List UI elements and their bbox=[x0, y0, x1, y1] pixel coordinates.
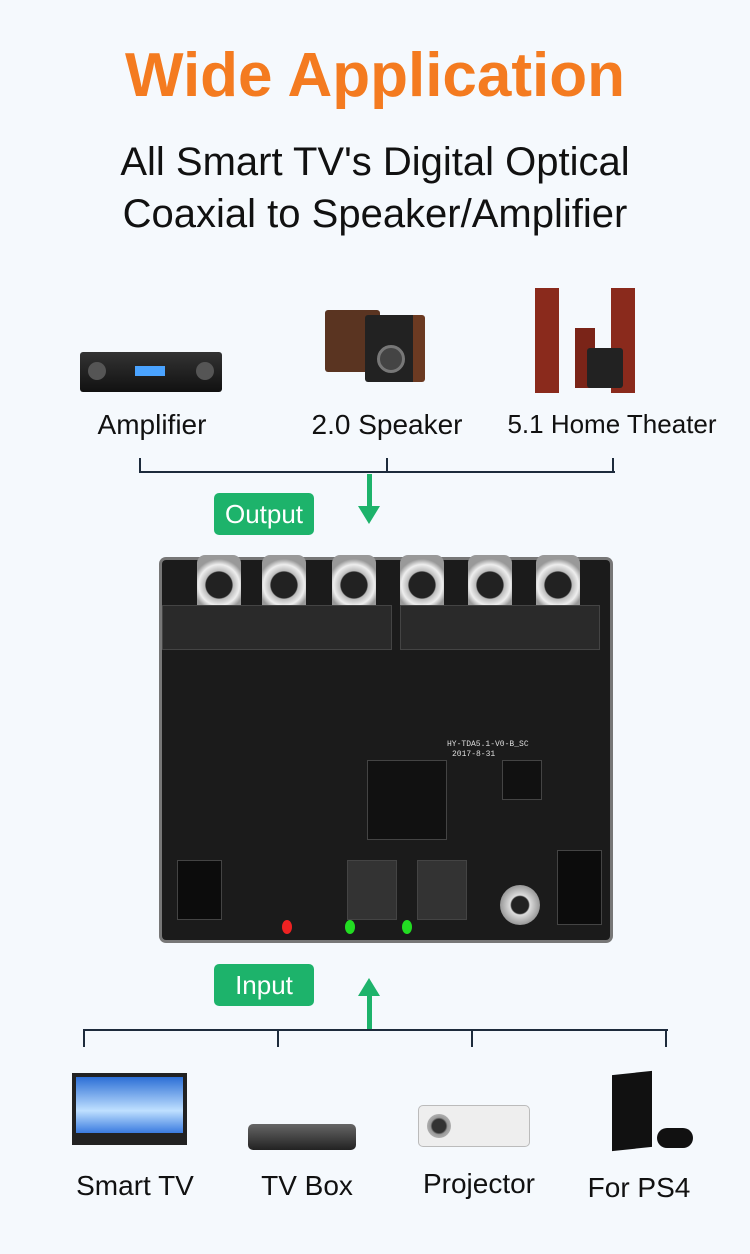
bracket-tick bbox=[277, 1029, 279, 1047]
output-label-amplifier: Amplifier bbox=[97, 409, 207, 440]
speaker-icon bbox=[325, 310, 435, 382]
board-model: HY-TDA5.1-V0-B_SC bbox=[447, 740, 529, 749]
page-title: Wide Application bbox=[124, 41, 626, 110]
bracket-tick bbox=[612, 458, 614, 473]
input-label-smart-tv: Smart TV bbox=[76, 1170, 194, 1201]
input-bracket bbox=[83, 1029, 668, 1031]
arrow-shaft bbox=[367, 994, 372, 1030]
output-bracket bbox=[139, 471, 615, 473]
subtitle-line-1: All Smart TV's Digital Optical bbox=[120, 140, 630, 184]
subtitle-line-2: Coaxial to Speaker/Amplifier bbox=[122, 192, 628, 236]
home-theater-icon bbox=[535, 288, 635, 393]
output-badge: Output bbox=[214, 493, 314, 535]
bracket-tick bbox=[471, 1029, 473, 1047]
down-arrow-icon bbox=[367, 474, 372, 510]
up-arrow-icon bbox=[358, 978, 380, 996]
bracket-tick bbox=[386, 458, 388, 473]
output-label-home-theater: 5.1 Home Theater bbox=[507, 409, 717, 439]
board-date: 2017-8-31 bbox=[452, 750, 496, 759]
input-label-projector: Projector bbox=[422, 1168, 536, 1199]
output-label-speaker: 2.0 Speaker bbox=[311, 409, 463, 440]
tv-icon bbox=[72, 1073, 187, 1145]
projector-icon bbox=[418, 1105, 530, 1147]
input-label-tv-box: TV Box bbox=[261, 1170, 353, 1201]
input-badge: Input bbox=[214, 964, 314, 1006]
arrow-head bbox=[358, 506, 380, 524]
ps4-icon bbox=[612, 1070, 694, 1152]
input-label-ps4: For PS4 bbox=[587, 1172, 691, 1203]
bracket-tick bbox=[83, 1029, 85, 1047]
bracket-tick bbox=[665, 1029, 667, 1047]
amplifier-icon bbox=[80, 352, 222, 392]
tv-box-icon bbox=[248, 1124, 356, 1150]
bracket-tick bbox=[139, 458, 141, 473]
decoder-board-image: HY-TDA5.1-V0-B_SC 2017-8-31 bbox=[162, 555, 610, 940]
